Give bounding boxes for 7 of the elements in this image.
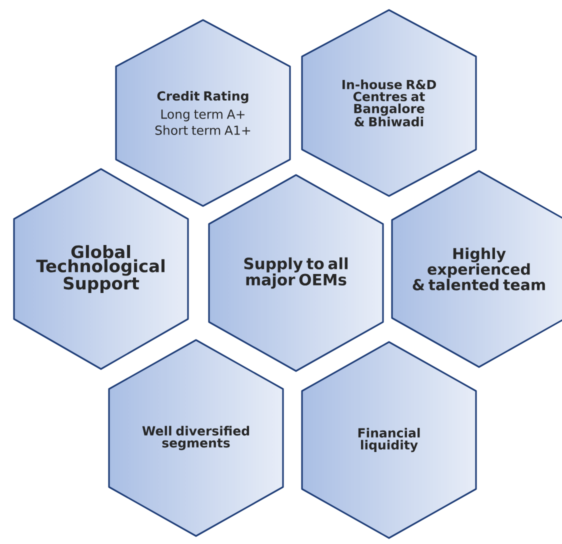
hexagon: Supply to all major OEMs (208, 174, 384, 372)
hexagon: Financial liquidity (301, 341, 477, 539)
hexagon: In-house R&D Centres at Bangalore & Bhiwadi (301, 9, 477, 197)
hexagon: Well diversified segments (108, 339, 284, 537)
hexagon: Credit Rating Long term A+ Short term A1+ (115, 19, 291, 207)
hexagon: Highly experienced & talented team (391, 170, 562, 368)
hexagon: Global Technological Support (13, 168, 189, 370)
